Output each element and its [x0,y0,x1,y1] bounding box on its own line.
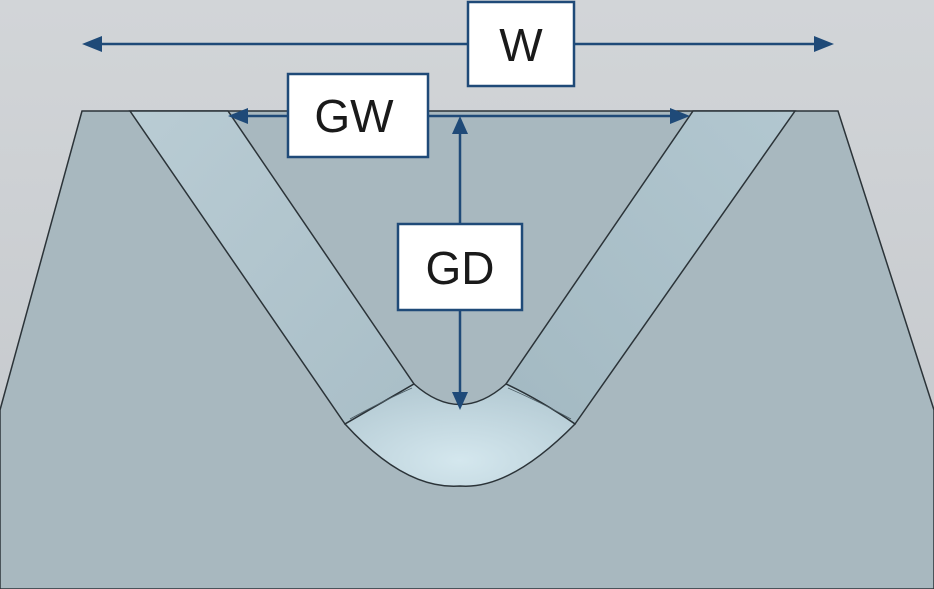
groove-bottom-radius [343,383,577,487]
label-w: W [499,19,543,71]
label-box-gw-frame [286,72,430,159]
label-box-gd: GD [396,222,524,312]
dimension-w [82,36,834,52]
label-box-w: W [466,0,576,88]
label-box-w-frame [466,0,576,88]
workpiece-body [0,110,934,589]
dimension-w-arrow-right [814,36,834,52]
label-gd: GD [426,242,495,294]
dimension-gw-arrow-right [670,108,690,124]
label-box-gw: GW [286,72,430,159]
fillet-tangent-line-left [349,387,413,420]
dimension-gw-arrow-left [228,108,248,124]
dimension-gd-arrow-bottom [452,392,468,410]
dimension-gd-arrow-top [452,116,468,134]
label-box-gd-frame [396,222,524,312]
fillet-tangent-line-right [507,387,572,420]
dimension-w-arrow-left [82,36,102,52]
label-gw: GW [314,90,394,142]
